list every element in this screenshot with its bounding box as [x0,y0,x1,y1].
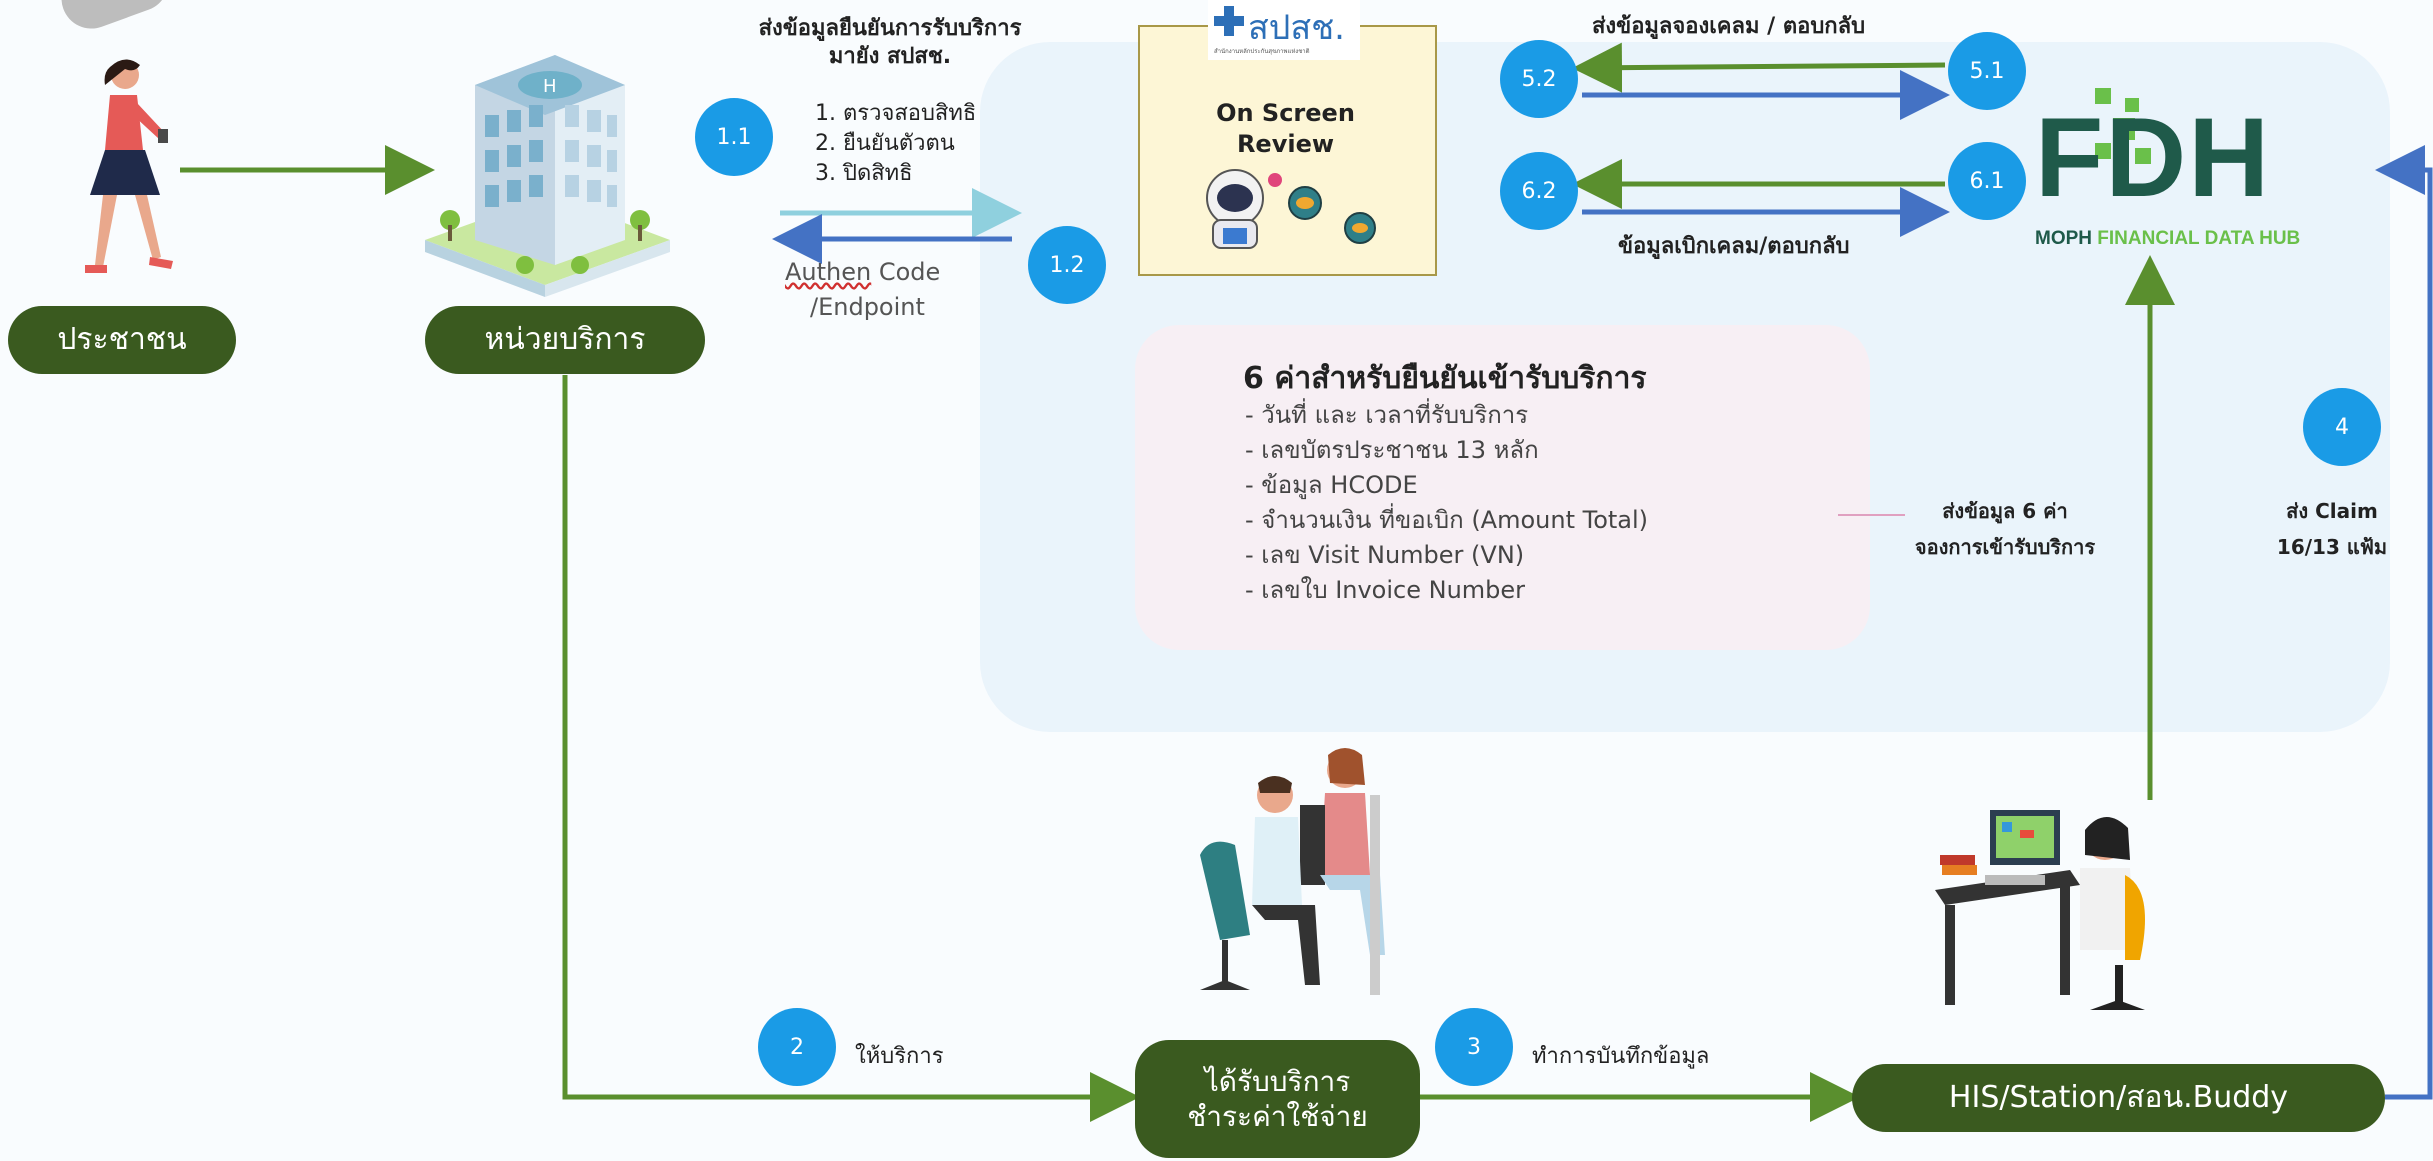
badge-2: 2 [758,1008,836,1086]
fdh-logo: FDH MOPH FINANCIAL DATA HUB [2035,88,2345,258]
on-screen-review: On Screen Review [1216,99,1355,159]
patients-seated-icon [1200,748,1385,995]
office-worker-icon [1935,810,2145,1010]
badge-1-2: 1.2 [1028,226,1106,304]
provider-pill: หน่วยบริการ [425,306,705,374]
authen-word: Authen [785,258,872,286]
nhso-logo: สปสช. สำนักงานหลักประกันสุขภาพแห่งชาติ [1208,0,1360,60]
fdh-financial-data-hub: FINANCIAL DATA HUB [2097,228,2301,249]
badge-6-2: 6.2 [1500,152,1578,230]
badge-6-1: 6.1 [1948,142,2026,220]
arrow-provider-service [562,375,1140,1122]
fdh-pixel-mark [2095,88,2155,183]
nhso-note [1138,25,1437,276]
svg-text:H: H [543,76,557,97]
six-values-item: - วันที่ และ เวลาที่รับบริการ [1245,401,1529,429]
authen-code-label: Authen Code [785,258,940,286]
step-1: 1. ตรวจสอบสิทธิ [815,101,977,126]
six-values-item: - เลขบัตรประชาชน 13 หลัก [1245,436,1539,464]
badge-1-1: 1.1 [695,98,773,176]
astronaut-icon [1206,169,1376,249]
six-values-box [1135,325,1870,650]
six-values-item: - จำนวนเงิน ที่ขอเบิก (Amount Total) [1245,506,1649,534]
label-send-six: ส่งข้อมูล 6 ค่า จองการเข้ารับบริการ [1914,499,2096,559]
his-pill: HIS/Station/สอน.Buddy [1852,1064,2385,1132]
nhso-logo-sub: สำนักงานหลักประกันสุขภาพแห่งชาติ [1214,48,1310,55]
endpoint-label: /Endpoint [810,293,925,321]
citizen-pill: ประชาชน [8,306,236,374]
fdh-logo-text: FDH [2035,95,2272,220]
hospital-building-icon: H [425,55,670,297]
six-values-item: - ข้อมูล HCODE [1245,471,1418,499]
fdh-moph: MOPH [2035,228,2098,249]
badge-3: 3 [1435,1008,1513,1086]
badge-4: 4 [2303,388,2381,466]
label-claim-data: ข้อมูลเบิกเคลม/ตอบกลับ [1618,234,1850,259]
label-record-data: ทำการบันทึกข้อมูล [1532,1044,1710,1069]
label-reserve-claim: ส่งข้อมูลจองเคลม / ตอบกลับ [1592,14,1866,39]
badge-5-1: 5.1 [1948,32,2026,110]
step-2: 2. ยืนยันตัวตน [815,131,955,156]
code-word: Code [871,258,941,286]
arrow-his-claim [2375,145,2433,1100]
nhso-cross-icon [1214,6,1244,36]
nhso-logo-text: สปสช. [1248,8,1345,48]
badge-5-2: 5.2 [1500,40,1578,118]
step-3: 3. ปิดสิทธิ [815,161,913,186]
woman-walking-icon [85,59,173,273]
send-title: ส่งข้อมูลยืนยันการรับบริการ มายัง สปสช. [758,16,1022,69]
six-values-item: - เลข Visit Number (VN) [1245,541,1525,569]
six-values-title: 6 ค่าสำหรับยืนยันเข้ารับบริการ [1243,361,1647,396]
label-provide-service: ให้บริการ [855,1044,944,1069]
six-values-item: - เลขใบ Invoice Number [1245,576,1526,604]
fdh-subtitle: MOPH FINANCIAL DATA HUB [2035,228,2300,250]
service-pill: ได้รับบริการ ชำระค่าใช้จ่าย [1135,1040,1420,1158]
arrow-5-2 [1572,42,1946,93]
label-send-claim: ส่ง Claim 16/13 แฟ้ม [2276,499,2388,559]
